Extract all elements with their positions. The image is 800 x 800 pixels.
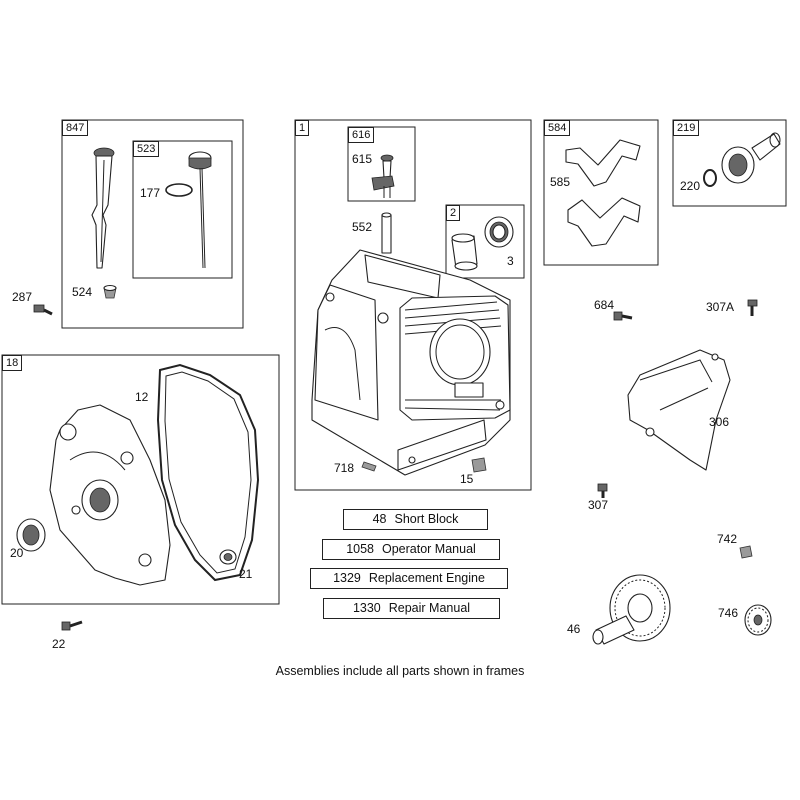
frame-label-584: 584 — [544, 120, 571, 136]
seal-3 — [484, 216, 514, 248]
seal-20 — [16, 518, 46, 552]
part-label-307A: 307A — [706, 300, 735, 314]
washer-220 — [703, 169, 717, 187]
kit-number: 1330 — [352, 601, 381, 615]
part-label-746: 746 — [718, 606, 739, 620]
governor-gear-219 — [721, 132, 781, 184]
part-label-718: 718 — [334, 461, 355, 475]
kit-number: 1329 — [333, 571, 361, 585]
shroud-306 — [627, 349, 731, 471]
part-label-21: 21 — [239, 567, 253, 581]
part-label-20: 20 — [10, 546, 24, 560]
part-label-3: 3 — [507, 254, 514, 268]
part-label-742: 742 — [717, 532, 738, 546]
tube-plug-524 — [103, 284, 117, 299]
pin-718 — [361, 461, 377, 472]
pushrod-tube-552 — [381, 212, 392, 254]
kit-replacement-engine: 1329 Replacement Engine — [310, 568, 508, 589]
fitting-21 — [219, 549, 237, 565]
part-label-220: 220 — [680, 179, 701, 193]
frame-label-523: 523 — [133, 141, 160, 157]
kit-name: Short Block — [394, 512, 459, 526]
part-label-684: 684 — [594, 298, 615, 312]
frame-label-616: 616 — [348, 127, 375, 143]
part-label-12: 12 — [135, 390, 149, 404]
bushing-2 — [451, 233, 478, 271]
screw-22 — [61, 620, 83, 631]
kit-name: Replacement Engine — [368, 571, 485, 585]
kit-short-block: 48 Short Block — [343, 509, 488, 530]
gasket-12 — [156, 363, 260, 582]
frame-label-2: 2 — [446, 205, 461, 221]
frame-label-18: 18 — [2, 355, 23, 371]
frame-2 — [445, 204, 525, 279]
kit-number: 48 — [372, 512, 387, 526]
part-label-306: 306 — [709, 415, 730, 429]
part-label-552: 552 — [352, 220, 373, 234]
crankcase-cover-18 — [49, 404, 171, 586]
frame-847 — [61, 119, 244, 329]
dipstick-tube — [91, 147, 115, 269]
screw-287 — [33, 304, 53, 316]
part-label-287: 287 — [12, 290, 33, 304]
part-label-524: 524 — [72, 285, 93, 299]
part-label-615: 615 — [352, 152, 373, 166]
kit-operator-manual: 1058 Operator Manual — [322, 539, 500, 560]
kit-name: Operator Manual — [382, 542, 476, 556]
part-label-177: 177 — [140, 186, 161, 200]
assemblies-caption: Assemblies include all parts shown in fr… — [275, 664, 525, 678]
clip-742 — [739, 545, 753, 559]
frame-label-1: 1 — [295, 120, 310, 136]
kit-name: Repair Manual — [388, 601, 471, 615]
frame-label-219: 219 — [673, 120, 700, 136]
valve-616 — [371, 154, 395, 198]
screw-684 — [613, 311, 633, 321]
frame-523 — [132, 140, 233, 279]
frame-1 — [294, 119, 532, 491]
kit-number: 1058 — [346, 542, 374, 556]
screw-307A — [747, 299, 758, 316]
camshaft-46 — [592, 574, 671, 645]
part-label-15: 15 — [460, 472, 474, 486]
frame-584 — [543, 119, 659, 266]
frame-label-847: 847 — [62, 120, 89, 136]
o-ring-177 — [165, 183, 193, 197]
part-label-585: 585 — [550, 175, 571, 189]
part-label-22: 22 — [52, 637, 66, 651]
frame-219 — [672, 119, 787, 207]
gear-746 — [744, 604, 772, 636]
frame-616 — [347, 126, 416, 202]
bracket-585 — [565, 139, 641, 247]
part-label-46: 46 — [567, 622, 581, 636]
plug-15 — [471, 457, 487, 473]
part-label-307: 307 — [588, 498, 609, 512]
dipstick — [188, 151, 212, 269]
kit-repair-manual: 1330 Repair Manual — [323, 598, 500, 619]
engine-block — [311, 249, 511, 476]
frame-18 — [1, 354, 280, 605]
screw-307 — [597, 483, 608, 498]
